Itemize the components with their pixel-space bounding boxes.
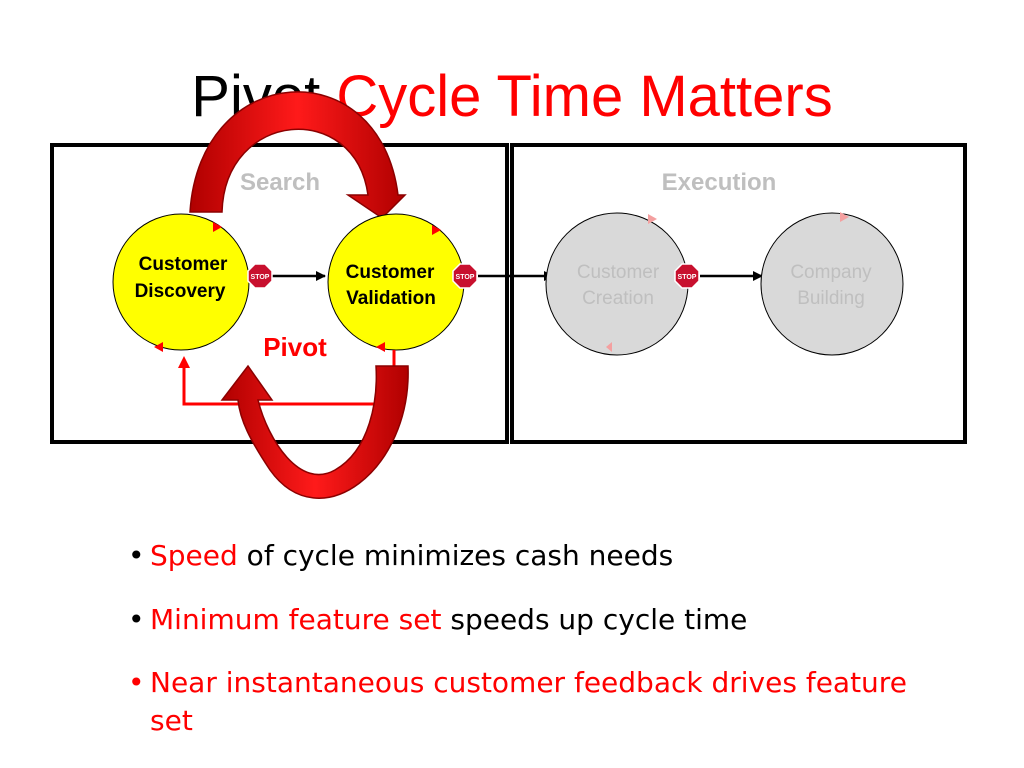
bottom-pivot-arrow xyxy=(220,364,409,499)
bullet-speed: • Speed of cycle minimizes cash needs xyxy=(128,536,928,576)
svg-text:STOP: STOP xyxy=(456,274,475,281)
bullet-text: of cycle minimizes cash needs xyxy=(237,539,674,572)
creation-label-line1: Customer xyxy=(577,262,660,283)
discovery-cycle-marker-bottom xyxy=(154,342,163,352)
building-circle xyxy=(760,212,904,356)
pivot-label: Pivot xyxy=(263,332,327,362)
top-pivot-arrow xyxy=(189,91,407,219)
execution-label: Execution xyxy=(662,169,777,196)
validation-cycle-marker-bottom xyxy=(376,342,385,352)
building-label-line1: Company xyxy=(790,262,872,283)
validation-label-line1: Customer xyxy=(346,262,435,283)
bullet-marker: • xyxy=(128,666,145,699)
creation-cycle-marker-bottom xyxy=(606,342,612,352)
bullet-customer-feedback: • Near instantaneous customer feedback d… xyxy=(128,664,928,740)
svg-text:STOP: STOP xyxy=(251,274,270,281)
bullet-minimum-feature-set: • Minimum feature set speeds up cycle ti… xyxy=(128,600,928,640)
bullet-list: • Speed of cycle minimizes cash needs • … xyxy=(128,536,928,764)
svg-text:STOP: STOP xyxy=(678,274,697,281)
bullet-highlight: Speed xyxy=(150,539,238,572)
bullet-text: speeds up cycle time xyxy=(441,603,748,636)
stop-sign-icon: STOP xyxy=(452,263,478,289)
discovery-label-line1: Customer xyxy=(139,254,228,275)
stop-sign-icon: STOP xyxy=(247,263,273,289)
bullet-highlight: Minimum feature set xyxy=(150,603,442,636)
title-part-cycle-time: Cycle Time Matters xyxy=(336,64,833,129)
validation-cycle-marker xyxy=(432,225,441,235)
slide-title: Pivot Cycle Time Matters xyxy=(0,62,1024,132)
discovery-cycle-marker xyxy=(213,222,222,232)
creation-cycle-marker xyxy=(648,214,657,224)
stop-sign-icon: STOP xyxy=(674,263,700,289)
bullet-marker: • xyxy=(128,539,145,572)
creation-label-line2: Creation xyxy=(582,288,654,309)
building-cycle-marker xyxy=(840,212,849,222)
creation-circle xyxy=(545,212,689,356)
customer-development-diagram: Search Execution Customer Discovery Cust… xyxy=(50,91,967,499)
validation-label-line2: Validation xyxy=(346,288,436,309)
search-label: Search xyxy=(240,169,320,196)
discovery-label-line2: Discovery xyxy=(135,281,226,302)
building-label-line2: Building xyxy=(797,288,865,309)
bullet-marker: • xyxy=(128,603,145,636)
bullet-highlight: Near instantaneous customer feedback dri… xyxy=(150,666,907,737)
